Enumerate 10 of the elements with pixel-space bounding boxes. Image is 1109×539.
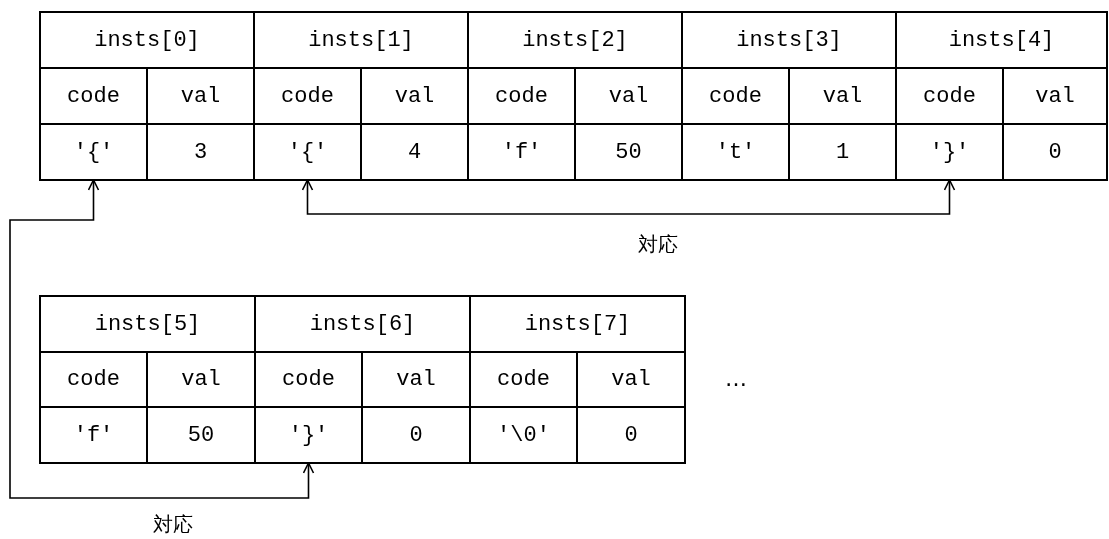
table-header-cell: insts[0]: [39, 11, 255, 69]
table-header-cell: insts[4]: [895, 11, 1108, 69]
value-cell: 'f': [39, 406, 148, 464]
value-cell: 0: [576, 406, 686, 464]
arrow: [301, 179, 956, 215]
table-header-cell: insts[7]: [469, 295, 686, 353]
value-cell: '{': [39, 123, 148, 181]
value-cell: 0: [1002, 123, 1108, 181]
table-header-cell: insts[5]: [39, 295, 256, 353]
arrow: [9, 179, 315, 499]
